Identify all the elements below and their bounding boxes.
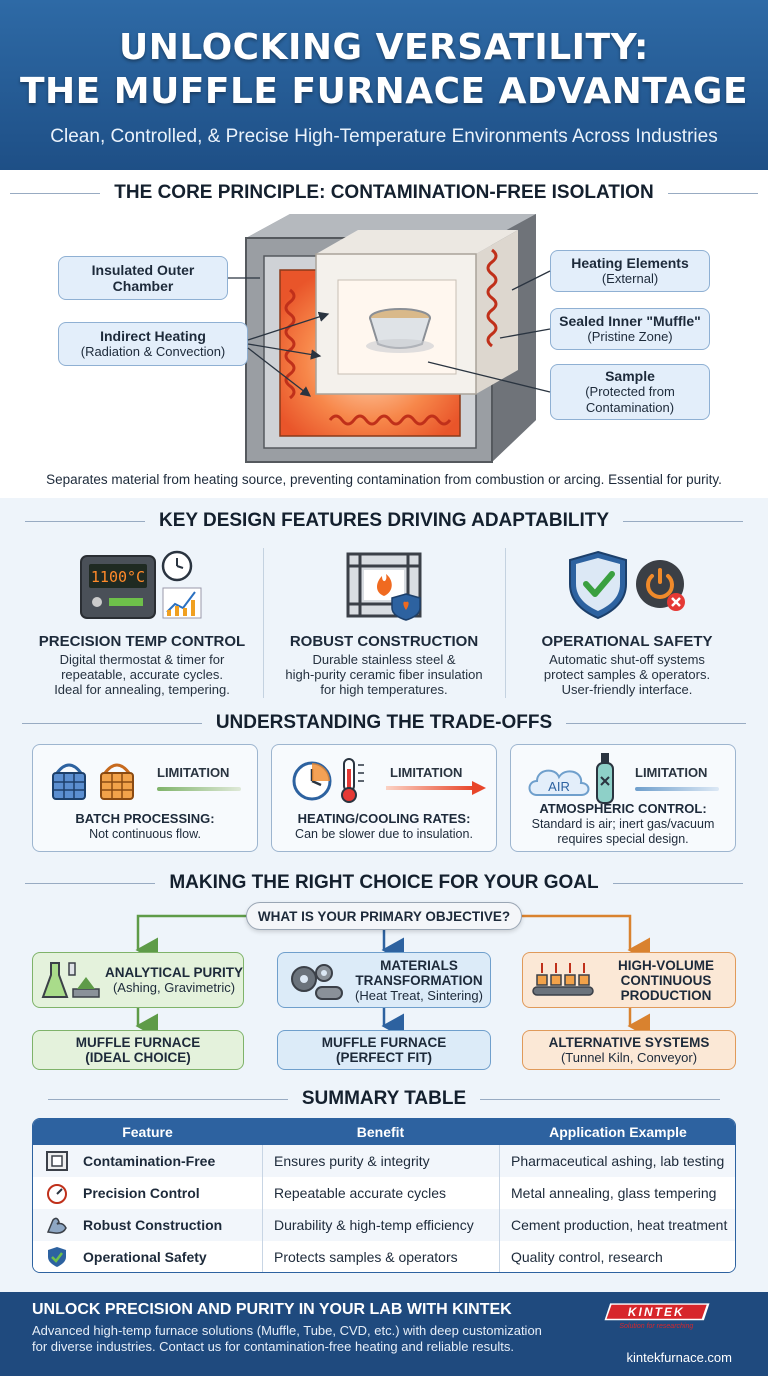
result-alternative-systems: ALTERNATIVE SYSTEMS(Tunnel Kiln, Conveyo… (522, 1030, 736, 1070)
kintek-logo: KINTEK Solution for researching (604, 1303, 710, 1330)
feature-operational-safety: OPERATIONAL SAFETY Automatic shut-off sy… (502, 548, 752, 697)
header-benefit: Benefit (356, 1124, 405, 1140)
limitation-label: LIMITATION (635, 765, 708, 780)
callout-leader-lines (228, 270, 551, 397)
core-title: THE CORE PRINCIPLE: CONTAMINATION-FREE I… (114, 182, 654, 203)
limitation-arrow (386, 781, 486, 795)
feature-title: OPERATIONAL SAFETY (541, 633, 713, 650)
table-row: Robust Construction Durability & high-te… (33, 1209, 735, 1241)
summary-table: Feature Benefit Application Example Cont… (32, 1118, 736, 1273)
page-title: UNLOCKING VERSATILITY: THE MUFFLE FURNAC… (0, 0, 768, 114)
feature-title: PRECISION TEMP CONTROL (38, 633, 246, 650)
callout-sample: Sample (Protected from Contamination) (550, 364, 710, 420)
svg-text:KINTEK: KINTEK (628, 1305, 685, 1319)
header-application: Application Example (549, 1124, 687, 1140)
table-header: Feature Benefit Application Example (33, 1119, 735, 1145)
objective-question: WHAT IS YOUR PRIMARY OBJECTIVE? (246, 902, 522, 930)
air-cloud-gas-icon: AIR (528, 753, 614, 804)
callout-outer-chamber: Insulated Outer Chamber (58, 256, 228, 300)
flask-scale-icon (41, 962, 100, 998)
callout-indirect-heating: Indirect Heating (Radiation & Convection… (58, 322, 248, 366)
callout-sealed-muffle: Sealed Inner "Muffle" (Pristine Zone) (550, 308, 710, 350)
goal-analytical-purity: ANALYTICAL PURITY(Ashing, Gravimetric) (32, 952, 244, 1008)
feature-title: ROBUST CONSTRUCTION (289, 633, 479, 650)
tradeoff-heating-rates: LIMITATION HEATING/COOLING RATES: Can be… (271, 744, 497, 852)
tradeoff-batch: LIMITATION BATCH PROCESSING: Not continu… (32, 744, 258, 852)
gears-icon (291, 964, 343, 1000)
core-title-row: THE CORE PRINCIPLE: CONTAMINATION-FREE I… (0, 182, 768, 204)
furnace-cutaway-diagram (245, 214, 536, 463)
clock-thermometer-icon (292, 758, 364, 803)
furnace-frame-icon (346, 552, 422, 621)
choice-title: MAKING THE RIGHT CHOICE FOR YOUR GOAL (169, 872, 599, 893)
decision-flow-arrows (135, 914, 650, 1039)
muscle-arm-icon (46, 1217, 67, 1234)
result-perfect-fit: MUFFLE FURNACE(PERFECT FIT) (277, 1030, 491, 1070)
tradeoffs-title: UNDERSTANDING THE TRADE-OFFS (215, 712, 553, 733)
table-row: Precision Control Repeatable accurate cy… (33, 1177, 735, 1209)
display-value: 1100°C (91, 568, 145, 586)
footer-body: Advanced high-temp furnace solutions (Mu… (32, 1323, 542, 1354)
features-title: KEY DESIGN FEATURES DRIVING ADAPTABILITY (158, 510, 610, 531)
title-line-1: UNLOCKING VERSATILITY: (119, 27, 649, 68)
tradeoff-atmosphere: AIR LIMITATION ATMOSPHERIC CONTROL: Stan… (510, 744, 736, 852)
core-caption: Separates material from heating source, … (46, 472, 722, 487)
footer-headline: UNLOCK PRECISION AND PURITY IN YOUR LAB … (32, 1301, 512, 1318)
feature-precision-temp: 1100°C PRECISION TEMP CONTROL Digital th… (17, 548, 267, 697)
svg-text:Solution for researching: Solution for researching (619, 1323, 693, 1330)
basket-icon (52, 763, 134, 800)
air-label: AIR (548, 779, 570, 794)
table-row: Contamination-Free Ensures purity & inte… (33, 1145, 735, 1177)
thermostat-timer-icon: 1100°C (80, 550, 202, 619)
limitation-label: LIMITATION (157, 765, 230, 780)
summary-title: SUMMARY TABLE (301, 1088, 467, 1109)
square-frame-icon (46, 1151, 68, 1171)
table-row: Operational Safety Protects samples & op… (33, 1241, 735, 1272)
conveyor-icon (532, 963, 594, 996)
callout-heating-elements: Heating Elements (External) (550, 250, 710, 292)
result-ideal-choice: MUFFLE FURNACE(IDEAL CHOICE) (32, 1030, 244, 1070)
gauge-icon (47, 1184, 67, 1204)
feature-robust-construction: ROBUST CONSTRUCTION Durable stainless st… (259, 548, 509, 697)
features-title-row: KEY DESIGN FEATURES DRIVING ADAPTABILITY (0, 510, 768, 532)
limitation-label: LIMITATION (390, 765, 463, 780)
core-principle-section: THE CORE PRINCIPLE: CONTAMINATION-FREE I… (0, 170, 768, 498)
header-banner: UNLOCKING VERSATILITY: THE MUFFLE FURNAC… (0, 0, 768, 170)
choice-title-row: MAKING THE RIGHT CHOICE FOR YOUR GOAL (0, 872, 768, 894)
shield-check-icon (48, 1247, 66, 1267)
summary-title-row: SUMMARY TABLE (0, 1088, 768, 1110)
header-feature: Feature (122, 1124, 173, 1140)
page-subtitle: Clean, Controlled, & Precise High-Temper… (50, 126, 718, 147)
safety-shield-power-icon (569, 550, 685, 620)
tradeoffs-title-row: UNDERSTANDING THE TRADE-OFFS (0, 712, 768, 734)
footer-website-link[interactable]: kintekfurnace.com (626, 1350, 733, 1365)
title-line-2: THE MUFFLE FURNACE ADVANTAGE (19, 71, 749, 112)
